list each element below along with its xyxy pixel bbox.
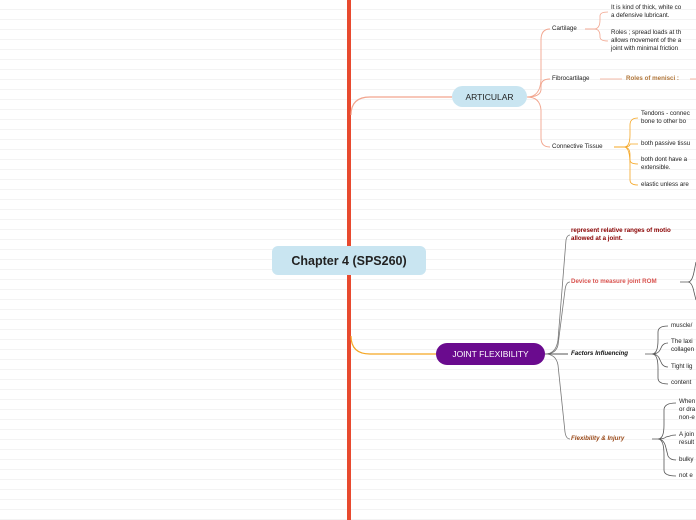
factors-item-2-line1: The laxi — [671, 338, 693, 345]
root-node[interactable]: Chapter 4 (SPS260) — [272, 246, 426, 275]
injury-node[interactable]: Flexibility & Injury — [571, 435, 625, 442]
connective-item-3[interactable]: both dont have a extensible. — [641, 156, 687, 172]
branch-flexibility — [350, 335, 436, 355]
cartilage-desc2[interactable]: Roles ; spread loads at th allows moveme… — [611, 29, 681, 53]
cartilage-desc2-line3: joint with minimal friction — [611, 45, 679, 52]
connective-tissue-node[interactable]: Connective Tissue — [552, 143, 603, 150]
factors-item-1[interactable]: muscle/ — [671, 322, 693, 329]
factors-item-3[interactable]: Tight lig — [671, 363, 693, 370]
connective-item-3-line1: both dont have a — [641, 156, 688, 163]
injury-item-2-line2: result — [679, 439, 695, 446]
joint-flexibility-node[interactable]: JOINT FLEXIBILITY — [436, 343, 545, 365]
branch-injury-2 — [657, 434, 677, 440]
branch-cartilage — [526, 28, 551, 98]
branch-factors-3 — [651, 353, 669, 368]
branch-device-tail — [680, 261, 696, 283]
branch-device — [544, 281, 571, 355]
branch-represent — [544, 234, 571, 355]
branch-factors-2 — [651, 342, 669, 355]
cartilage-desc2-line2: allows movement of the a — [611, 37, 682, 44]
joint-flexibility-label: JOINT FLEXIBILITY — [452, 349, 529, 359]
branch-injury-3 — [657, 438, 677, 461]
branch-connective-2 — [614, 143, 638, 148]
connective-item-2[interactable]: both passive tissu — [641, 140, 691, 147]
connective-item-3-line2: extensible. — [641, 164, 671, 171]
branch-factors-4 — [651, 353, 669, 385]
injury-item-2-line1: A join — [679, 431, 695, 438]
articular-node[interactable]: ARTICULAR — [452, 86, 527, 107]
branch-connective — [526, 96, 551, 148]
represent-line1: represent relative ranges of motio — [571, 227, 671, 234]
branch-injury-4 — [657, 438, 677, 477]
represent-line2: allowed at a joint. — [571, 235, 623, 242]
branch-articular — [350, 96, 452, 116]
branch-injury-1 — [652, 402, 677, 440]
connective-item-1-line1: Tendons - connec — [641, 110, 690, 117]
factors-item-2-line2: collagen — [671, 346, 695, 353]
cartilage-node[interactable]: Cartilage — [552, 25, 577, 32]
branch-injury — [544, 353, 571, 440]
branch-fibrocartilage — [526, 78, 551, 98]
branch-connective-4 — [614, 146, 639, 186]
injury-item-1[interactable]: When or dra non-e — [679, 398, 695, 422]
connective-item-1[interactable]: Tendons - connec bone to other bo — [641, 110, 690, 126]
injury-item-4[interactable]: not e — [679, 472, 693, 479]
factors-node[interactable]: Factors Influencing — [571, 350, 629, 357]
branch-cartilage-desc2 — [585, 28, 609, 42]
injury-item-2[interactable]: A join result — [679, 431, 694, 447]
factors-item-4[interactable]: content — [671, 379, 692, 386]
roles-menisci-node[interactable]: Roles of menisci : — [626, 75, 679, 82]
represent-node[interactable]: represent relative ranges of motio allow… — [571, 227, 671, 243]
injury-item-1-line3: non-e — [679, 414, 695, 421]
branch-connective-3 — [614, 146, 639, 165]
device-node[interactable]: Device to measure joint ROM — [571, 278, 657, 285]
cartilage-desc2-line1: Roles ; spread loads at th — [611, 29, 682, 36]
injury-item-1-line1: When — [679, 398, 696, 405]
cartilage-desc1[interactable]: It is kind of thick, white co a defensiv… — [611, 4, 681, 20]
connective-item-1-line2: bone to other bo — [641, 118, 687, 125]
injury-item-1-line2: or dra — [679, 406, 696, 413]
branch-device-tail-2 — [687, 281, 696, 301]
fibrocartilage-node[interactable]: Fibrocartilage — [552, 75, 590, 82]
factors-item-2[interactable]: The laxi collagen — [671, 338, 694, 354]
root-title: Chapter 4 (SPS260) — [291, 253, 407, 268]
connective-item-4[interactable]: elastic unless are — [641, 181, 689, 188]
articular-label: ARTICULAR — [465, 91, 514, 102]
cartilage-desc1-line2: a defensive lubricant. — [611, 12, 670, 19]
injury-item-3[interactable]: bulky — [679, 456, 694, 463]
branch-connective-1 — [614, 117, 639, 148]
branch-factors-1 — [645, 325, 669, 355]
branch-cartilage-desc1 — [585, 11, 609, 30]
cartilage-desc1-line1: It is kind of thick, white co — [611, 4, 682, 11]
